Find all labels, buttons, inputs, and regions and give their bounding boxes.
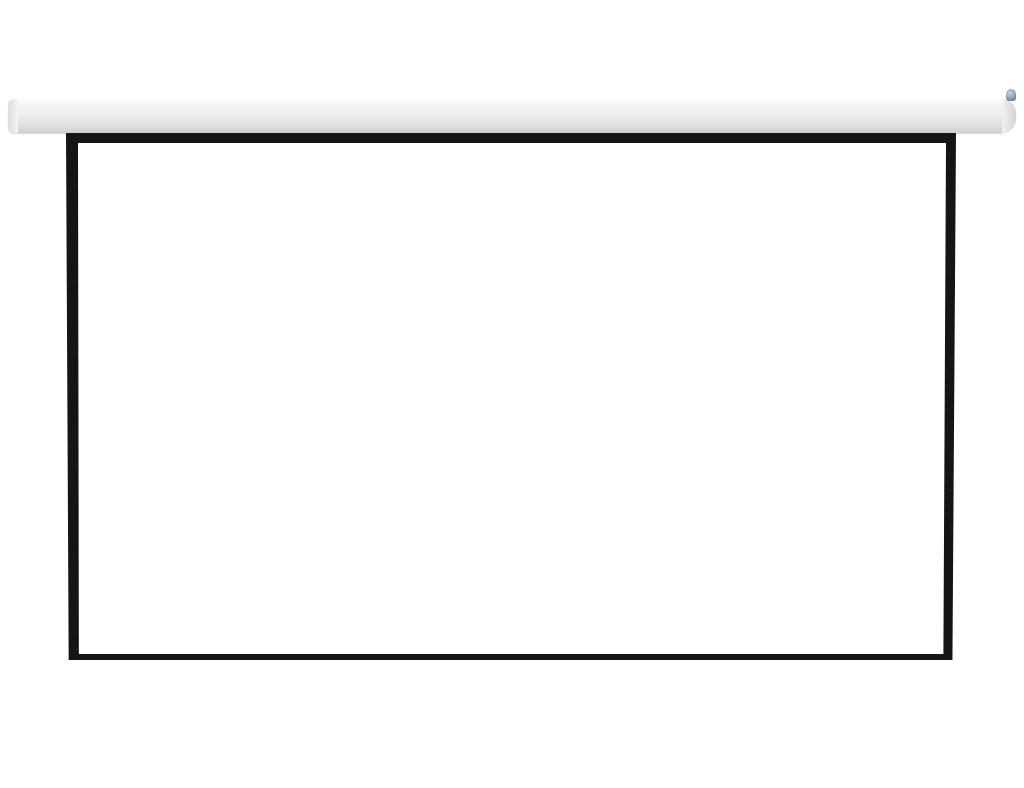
screen-surface	[78, 143, 946, 654]
pull-knob	[1006, 89, 1016, 101]
screen-housing	[8, 99, 1016, 133]
housing-right-endcap	[1002, 99, 1016, 133]
housing-left-endcap	[8, 99, 18, 133]
